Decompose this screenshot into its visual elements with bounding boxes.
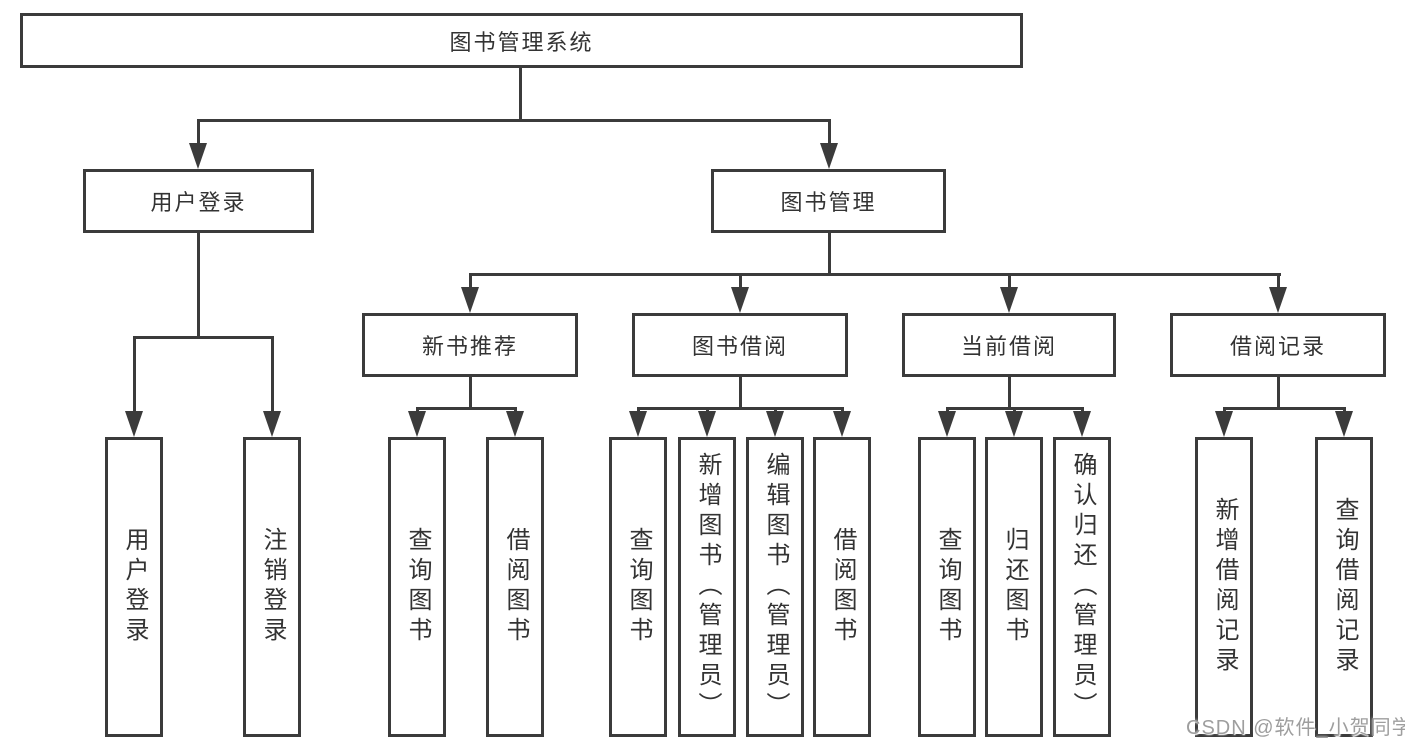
connector-l3-drop-4: [1277, 273, 1280, 291]
connector-bookmgmt-hbar: [469, 273, 1281, 276]
connector-records-stem: [1277, 377, 1280, 410]
arrow-down-icon: [698, 411, 716, 437]
leaf-add-borrow-record-label: 新增借阅记录: [1211, 497, 1238, 677]
leaf-edit-book-admin-label: 编辑图书（管理员）: [762, 452, 789, 722]
leaf-query-book-borrow-label: 查询图书: [625, 527, 652, 647]
arrow-down-icon: [629, 411, 647, 437]
arrow-down-icon: [731, 287, 749, 313]
node-library-system-label: 图书管理系统: [449, 29, 594, 55]
node-book-management-label: 图书管理: [780, 190, 877, 215]
leaf-query-borrow-record: 查询借阅记录: [1315, 437, 1373, 737]
leaf-edit-book-admin: 编辑图书（管理员）: [746, 437, 804, 737]
arrow-down-icon: [820, 143, 838, 169]
csdn-watermark: CSDN @软件_小贺同学: [1186, 717, 1405, 739]
leaf-return-book: 归还图书: [985, 437, 1043, 737]
connector-borrow-stem: [739, 377, 742, 410]
connector-borrow-hbar: [637, 407, 844, 410]
node-current-borrow-label: 当前借阅: [960, 334, 1057, 359]
leaf-borrow-book-recommend: 借阅图书: [486, 437, 544, 737]
leaf-add-borrow-record: 新增借阅记录: [1195, 437, 1253, 737]
leaf-borrow-book: 借阅图书: [813, 437, 871, 737]
connector-userlogin-hbar: [133, 336, 274, 339]
leaf-query-book-current-label: 查询图书: [934, 527, 961, 647]
node-user-login: 用户登录: [83, 169, 314, 233]
leaf-user-login-label: 用户登录: [121, 527, 148, 647]
leaf-query-book-borrow: 查询图书: [609, 437, 667, 737]
leaf-query-book-recommend-label: 查询图书: [404, 527, 431, 647]
arrow-down-icon: [1215, 411, 1233, 437]
arrow-down-icon: [125, 411, 143, 437]
leaf-query-book-recommend: 查询图书: [388, 437, 446, 737]
leaf-add-book-admin: 新增图书（管理员）: [678, 437, 736, 737]
arrow-down-icon: [938, 411, 956, 437]
leaf-logout-login-label: 注销登录: [259, 527, 286, 647]
arrow-down-icon: [833, 411, 851, 437]
connector-recommend-hbar: [416, 407, 517, 410]
arrow-down-icon: [189, 143, 207, 169]
node-library-system: 图书管理系统: [20, 13, 1023, 68]
connector-root-hbar: [197, 119, 831, 122]
arrow-down-icon: [408, 411, 426, 437]
node-new-book-recommend: 新书推荐: [362, 313, 578, 377]
node-book-borrow: 图书借阅: [632, 313, 848, 377]
leaf-confirm-return-admin-label: 确认归还（管理员）: [1069, 452, 1096, 722]
arrow-down-icon: [1335, 411, 1353, 437]
connector-records-hbar: [1223, 407, 1346, 410]
connector-root-stem: [519, 68, 522, 122]
connector-l3-drop-1: [469, 273, 472, 291]
leaf-confirm-return-admin: 确认归还（管理员）: [1053, 437, 1111, 737]
connector-l3-drop-2: [739, 273, 742, 291]
connector-userlogin-drop-1: [133, 336, 136, 414]
arrow-down-icon: [461, 287, 479, 313]
leaf-borrow-book-recommend-label: 借阅图书: [502, 527, 529, 647]
node-new-book-recommend-label: 新书推荐: [421, 334, 518, 359]
node-borrow-records-label: 借阅记录: [1229, 334, 1326, 359]
leaf-borrow-book-label: 借阅图书: [829, 527, 856, 647]
connector-userlogin-drop-2: [271, 336, 274, 414]
arrow-down-icon: [506, 411, 524, 437]
arrow-down-icon: [263, 411, 281, 437]
node-current-borrow: 当前借阅: [902, 313, 1116, 377]
arrow-down-icon: [1269, 287, 1287, 313]
leaf-logout-login: 注销登录: [243, 437, 301, 737]
leaf-return-book-label: 归还图书: [1001, 527, 1028, 647]
connector-recommend-stem: [469, 377, 472, 410]
arrow-down-icon: [1000, 287, 1018, 313]
leaf-add-book-admin-label: 新增图书（管理员）: [694, 452, 721, 722]
connector-root-right-drop: [828, 119, 831, 147]
node-borrow-records: 借阅记录: [1170, 313, 1386, 377]
arrow-down-icon: [1005, 411, 1023, 437]
leaf-query-borrow-record-label: 查询借阅记录: [1331, 497, 1358, 677]
arrow-down-icon: [1073, 411, 1091, 437]
connector-bookmgmt-stem: [828, 233, 831, 276]
arrow-down-icon: [766, 411, 784, 437]
connector-current-stem: [1008, 377, 1011, 410]
connector-root-left-drop: [197, 119, 200, 147]
node-user-login-label: 用户登录: [150, 190, 247, 215]
node-book-management: 图书管理: [711, 169, 946, 233]
node-book-borrow-label: 图书借阅: [691, 334, 788, 359]
connector-l3-drop-3: [1008, 273, 1011, 291]
leaf-user-login: 用户登录: [105, 437, 163, 737]
leaf-query-book-current: 查询图书: [918, 437, 976, 737]
connector-userlogin-stem: [197, 233, 200, 339]
